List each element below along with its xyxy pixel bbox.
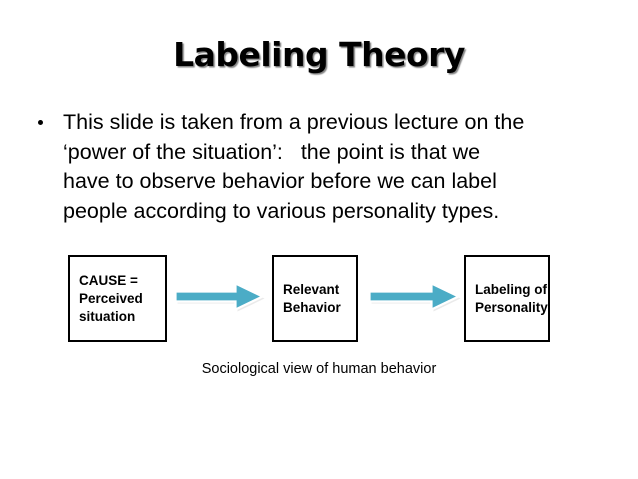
bullet-list-item: This slide is taken from a previous lect… — [33, 108, 608, 226]
bullet-paragraph: This slide is taken from a previous lect… — [63, 108, 608, 226]
flow-box-relevant-behavior[interactable]: Relevant Behavior — [272, 255, 358, 342]
flow-box-cause-label: CAUSE = Perceived situation — [79, 272, 143, 324]
right-arrow-icon — [174, 281, 266, 312]
flow-box-relevant-behavior-label: Relevant Behavior — [283, 281, 341, 315]
body-line-2: ‘power of the situation’: the point is t… — [63, 139, 481, 164]
bullet-dot-icon — [38, 120, 43, 125]
body-line-4: people according to various personality … — [63, 198, 500, 223]
flow-box-cause[interactable]: CAUSE = Perceived situation — [68, 255, 167, 342]
diagram-caption: Sociological view of human behavior — [201, 361, 437, 377]
body-line-3: have to observe behavior before we can l… — [63, 169, 497, 193]
page-title: Labeling Theory — [173, 35, 465, 74]
body-text-block: This slide is taken from a previous lect… — [33, 108, 608, 226]
flow-arrow-behavior-to-labeling[interactable] — [368, 280, 462, 312]
flow-box-labeling-of-personality-label: Labeling of Personality — [475, 281, 548, 315]
right-arrow-icon — [368, 281, 462, 312]
body-line-1: This slide is taken from a previous lect… — [63, 110, 525, 134]
flow-box-labeling-of-personality[interactable]: Labeling of Personality — [464, 255, 550, 342]
flow-arrow-cause-to-behavior[interactable] — [174, 280, 266, 312]
